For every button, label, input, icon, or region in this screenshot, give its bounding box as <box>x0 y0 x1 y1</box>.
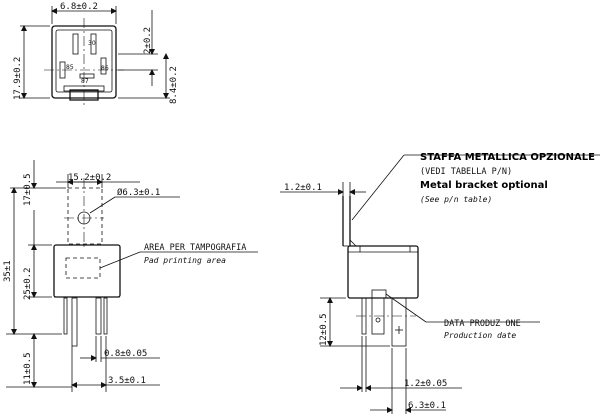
dim-front-top-width-label: 15.2±0.2 <box>68 173 111 183</box>
side-view-pins <box>356 297 416 347</box>
date-callout: DATA PRODUZ ONE Production date <box>385 293 540 340</box>
dim-front-top-width: 15.2±0.2 <box>56 173 140 188</box>
dim-top-pin-offset-label: 8.4±0.2 <box>169 66 179 104</box>
side-view: STAFFA METALLICA OPZIONALE (VEDI TABELLA… <box>280 152 600 414</box>
dim-side-pin-length: 12±0.5 <box>319 297 390 347</box>
dim-front-hole: Ø6.3±0.1 <box>89 187 180 214</box>
bracket-callout: STAFFA METALLICA OPZIONALE (VEDI TABELLA… <box>351 152 600 221</box>
pin-label-85: 85 <box>66 64 74 71</box>
top-view-body <box>44 18 124 106</box>
dim-front-pin-length: 11±0.5 <box>6 333 72 388</box>
dim-front-pin-thickness: 0.8±0.05 <box>80 336 160 362</box>
top-view: 30 85 86 87 6.8±0.2 17.9±0.2 2±0.2 <box>13 2 179 106</box>
front-view: 15.2±0.2 Ø6.3±0.1 17±0.5 25±0.2 35±1 <box>3 160 258 392</box>
dim-top-offset-label: 2±0.2 <box>143 27 153 54</box>
dim-front-pin-width: 3.5±0.1 <box>71 336 160 392</box>
dim-front-pin-width-label: 3.5±0.1 <box>108 376 146 386</box>
print-area-label-it: AREA PER TAMPOGRAFIA <box>144 243 246 253</box>
dim-front-body-height-label: 25±0.2 <box>23 267 33 300</box>
front-view-pins <box>63 297 108 347</box>
dim-top-width-label: 6.8±0.2 <box>60 2 98 12</box>
front-view-bracket <box>64 178 104 248</box>
dim-top-height-label: 17.9±0.2 <box>13 57 23 100</box>
dim-top-width: 6.8±0.2 <box>51 2 117 24</box>
dim-side-bottom-thickness: 1.2±0.05 <box>340 336 462 392</box>
dim-front-pin-thickness-label: 0.8±0.05 <box>104 349 147 359</box>
dim-front-top-height: 17±0.5 <box>23 160 66 246</box>
bracket-label-en: Metal bracket optional <box>420 180 548 191</box>
bracket-label-it: STAFFA METALLICA OPZIONALE <box>420 152 595 163</box>
dim-front-pin-length-label: 11±0.5 <box>23 352 33 385</box>
front-view-body <box>53 244 121 298</box>
dim-side-bottom-width: 6.3±0.1 <box>370 348 446 414</box>
print-area-label-en: Pad printing area <box>144 256 226 265</box>
side-view-bracket <box>342 196 357 247</box>
front-print-area-leader: AREA PER TAMPOGRAFIA Pad printing area <box>99 243 258 269</box>
bracket-note-it: (VEDI TABELLA P/N) <box>420 167 512 177</box>
dim-side-pin-length-label: 12±0.5 <box>319 313 329 346</box>
dim-front-total-height: 35±1 <box>3 187 62 335</box>
dim-front-total-height-label: 35±1 <box>3 260 13 282</box>
dim-side-bottom-thickness-label: 1.2±0.05 <box>404 379 447 389</box>
dim-top-height: 17.9±0.2 <box>13 25 50 100</box>
date-label-en: Production date <box>444 331 516 340</box>
side-view-body <box>347 245 419 299</box>
dim-top-pin-offset: 8.4±0.2 <box>118 53 179 104</box>
dim-side-bottom-width-label: 6.3±0.1 <box>408 401 446 411</box>
dim-front-hole-label: Ø6.3±0.1 <box>117 187 160 198</box>
dim-side-bracket-thickness-label: 1.2±0.1 <box>284 183 322 193</box>
pin-label-30: 30 <box>88 40 96 47</box>
dim-front-body-height: 25±0.2 <box>23 244 52 300</box>
dim-front-top-height-label: 17±0.5 <box>23 173 33 206</box>
date-label-it: DATA PRODUZ ONE <box>444 319 521 329</box>
pin-label-86: 86 <box>101 65 109 72</box>
dim-side-bracket-thickness: 1.2±0.1 <box>280 182 366 196</box>
dim-top-offset: 2±0.2 <box>118 10 158 86</box>
pin-label-87: 87 <box>81 78 89 85</box>
bracket-note-en: (See p/n table) <box>420 195 492 204</box>
